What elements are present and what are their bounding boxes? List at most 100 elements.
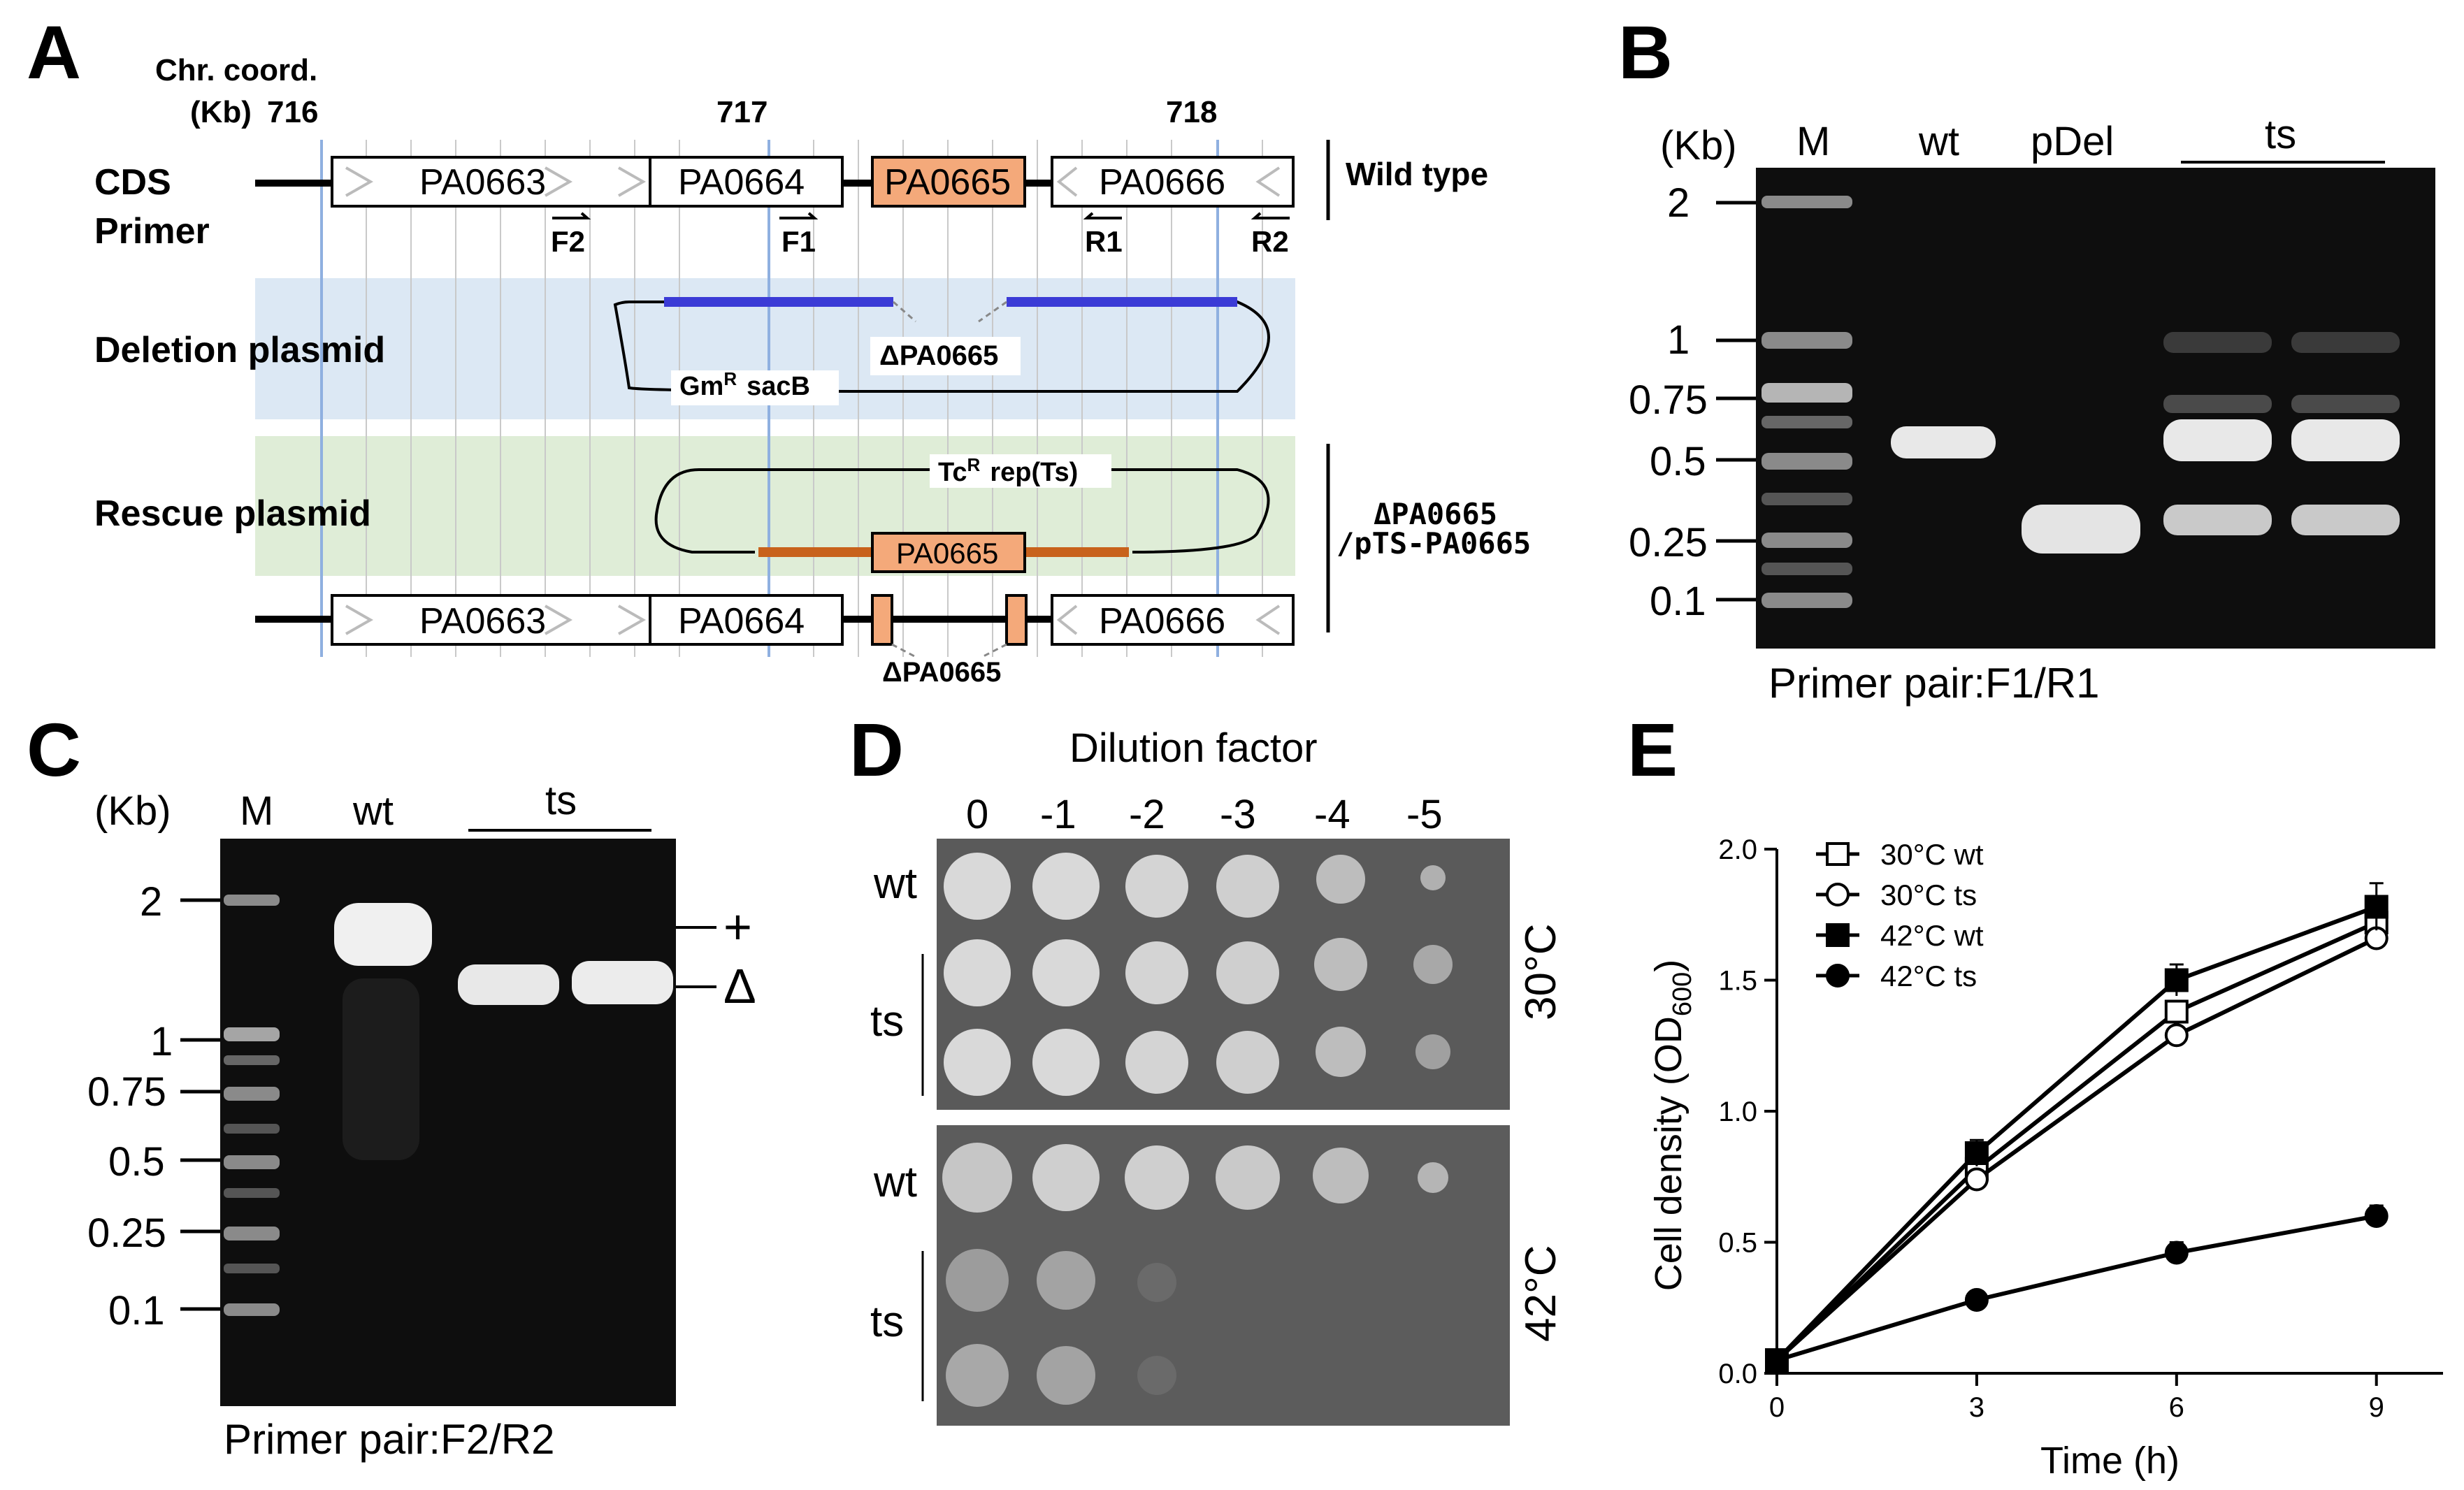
mut-gene-pa0666: PA0666: [1051, 594, 1295, 646]
mut-gene-pa0664: PA0664: [649, 594, 844, 646]
series-3: [1765, 882, 2389, 1373]
panel-e-letter: E: [1627, 707, 1678, 792]
svg-text:PA0663: PA0663: [419, 601, 546, 642]
panel-c: C (Kb) M wt ts 2 1 0.75 0.5: [27, 707, 756, 1463]
svg-text:1: 1: [150, 1019, 173, 1064]
gel-c-band-wt-smear: [343, 978, 419, 1160]
gel-c-band-wt: [334, 903, 432, 966]
row-wt-42c: wt: [873, 1158, 917, 1206]
gel-b-ladder-ticks: [1716, 201, 1756, 602]
gel-b-unit: (Kb): [1660, 123, 1737, 168]
gel-c-band-ts1: [458, 964, 559, 1005]
gel-b-lane-wt: wt: [1918, 119, 1959, 164]
data-point: [2364, 1204, 2389, 1228]
gel-b-lane-pdel: pDel: [2031, 119, 2114, 164]
temp-42c: 42°C: [1517, 1245, 1565, 1342]
svg-text:PA0664: PA0664: [678, 162, 805, 203]
svg-text:0.1: 0.1: [108, 1288, 165, 1333]
data-point: [2164, 999, 2189, 1024]
y-tick-label: 0.5: [1718, 1228, 1757, 1259]
coord-label-2: (Kb): [190, 95, 252, 129]
legend-marker: [1826, 964, 1850, 988]
gene-pa0664: PA0664: [649, 156, 844, 208]
svg-text:0.5: 0.5: [108, 1139, 165, 1185]
svg-text:-3: -3: [1220, 792, 1256, 837]
svg-text:0.75: 0.75: [87, 1069, 166, 1115]
x-tick-label: 6: [2169, 1392, 2184, 1423]
rescue-plasmid-loop: [654, 468, 1270, 554]
gel-c-delta-marker: Δ: [723, 959, 756, 1013]
mut-gene-pa0663: PA0663: [331, 594, 651, 646]
gel-b-band-ts2-a: [2291, 419, 2400, 461]
y-tick-label: 1.0: [1718, 1097, 1757, 1127]
svg-text:PA0666: PA0666: [1099, 162, 1225, 203]
legend-marker: [1826, 883, 1850, 906]
strain-label-1: ΔPA0665: [1374, 497, 1497, 531]
deletion-plasmid-label: Deletion plasmid: [94, 330, 385, 370]
panel-b: B (Kb) M wt pDel ts: [1618, 10, 2435, 707]
gel-b-band-ts2-b: [2291, 505, 2400, 535]
rescue-gene-box: [871, 532, 1026, 573]
panel-a-letter: A: [27, 10, 81, 94]
svg-text:-4: -4: [1314, 792, 1350, 837]
coord-label-1: Chr. coord.: [155, 53, 317, 87]
data-point: [2164, 1023, 2189, 1048]
gel-c-lane-m: M: [240, 788, 273, 834]
row-primer-label: Primer: [94, 211, 210, 252]
data-point: [2364, 926, 2389, 950]
y-tick-label: 0.0: [1718, 1359, 1757, 1389]
data-point: [1964, 1167, 1989, 1192]
svg-text:0.75: 0.75: [1629, 377, 1708, 423]
data-point: [2164, 968, 2189, 992]
gel-b-ladder: [1761, 196, 1852, 608]
gel-b-band-ts2-d: [2291, 395, 2400, 413]
coord-tick-716: 716: [267, 95, 318, 129]
panel-c-letter: C: [27, 707, 81, 792]
series-line: [1775, 936, 2378, 1362]
data-point: [2164, 1241, 2189, 1265]
gel-b-band-wt: [1891, 426, 1996, 458]
gene-pa0663: PA0663: [331, 156, 651, 208]
deletion-label: ΔPA0665: [879, 340, 998, 371]
colony-spots-42c: [942, 1143, 1448, 1407]
primer-r1: R1: [1085, 225, 1123, 258]
legend-marker: [1826, 842, 1850, 866]
gel-c-ladder: [224, 895, 280, 1316]
row-cds-label: CDS: [94, 162, 171, 203]
x-tick-label: 3: [1969, 1392, 1984, 1423]
gel-b-band-ts2-c: [2291, 332, 2400, 353]
svg-text:2: 2: [140, 879, 162, 925]
svg-text:2: 2: [1667, 180, 1690, 226]
gel-c-ladder-ticks: [180, 898, 220, 1311]
svg-text:0: 0: [966, 792, 988, 837]
y-tick-label: 2.0: [1718, 834, 1757, 865]
data-point: [2364, 895, 2389, 919]
svg-text:-2: -2: [1129, 792, 1165, 837]
gel-c-band-ts2: [572, 961, 673, 1004]
wild-type-label: Wild type: [1346, 156, 1488, 192]
svg-text:0.1: 0.1: [1650, 579, 1706, 624]
x-tick-label: 9: [2369, 1392, 2384, 1423]
x-tick-label: 0: [1769, 1392, 1785, 1423]
svg-text:0.25: 0.25: [87, 1210, 166, 1256]
gel-c-primer-pair: Primer pair:F2/R2: [224, 1416, 554, 1463]
gel-c-lane-wt: wt: [352, 788, 394, 834]
strain-label-2: /pTS-PA0665: [1337, 526, 1531, 560]
row-ts-42c: ts: [870, 1298, 904, 1346]
data-point: [1964, 1288, 1989, 1312]
svg-text:PA0663: PA0663: [419, 162, 546, 203]
legend-label: 42°C ts: [1880, 960, 1977, 992]
y-axis-label: Cell density (OD600): [1648, 960, 1697, 1292]
mut-remnant-left: [871, 594, 893, 646]
svg-text:0.5: 0.5: [1650, 439, 1706, 484]
gene-pa0665: PA0665: [871, 156, 1026, 208]
legend-label: 30°C wt: [1880, 838, 1984, 871]
legend-marker: [1826, 923, 1850, 947]
gel-c: [220, 839, 676, 1406]
row-wt-30c: wt: [873, 860, 917, 908]
legend-label: 30°C ts: [1880, 878, 1977, 911]
x-axis-label: Time (h): [2040, 1440, 2180, 1482]
